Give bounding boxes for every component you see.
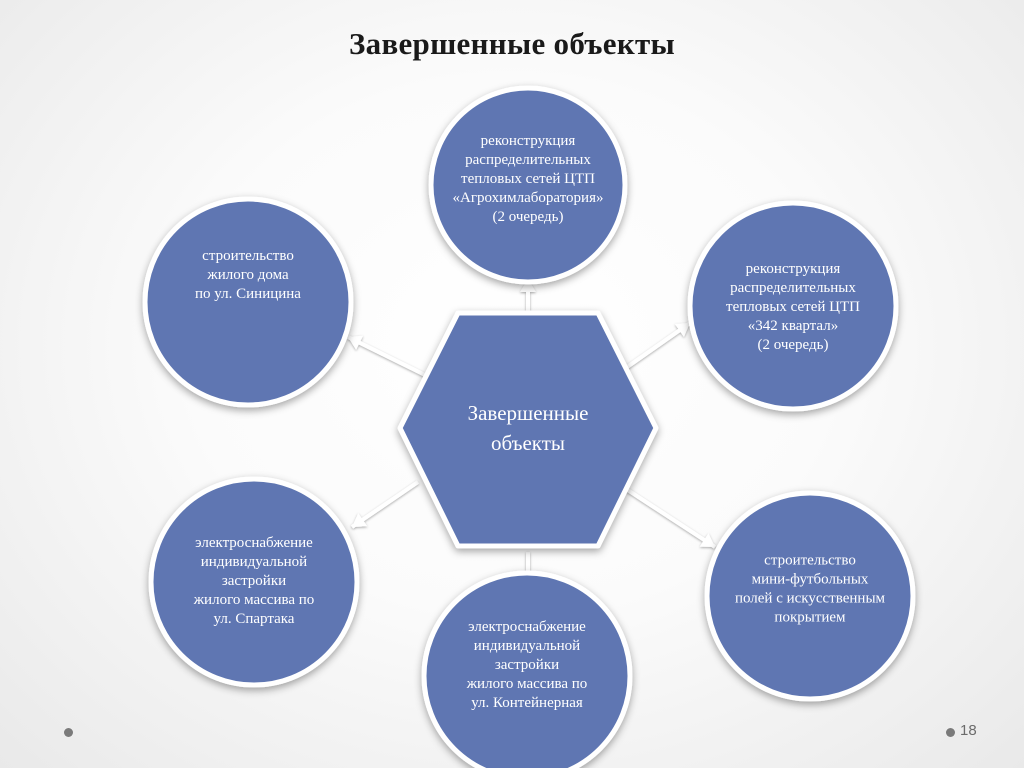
center-hexagon-group: Завершенные объекты <box>397 310 659 549</box>
node-bottom: электроснабжение индивидуальной застройки ж… <box>421 570 633 768</box>
center-text-line: Завершенные <box>468 401 589 425</box>
node-text-line: жилого дома <box>206 267 289 283</box>
node-circle <box>704 490 916 702</box>
node-text-line: (2 очередь) <box>493 209 564 225</box>
node-text-line: распределительных <box>730 280 856 296</box>
arrowhead-icon <box>520 279 536 292</box>
node-circle <box>148 476 360 688</box>
node-upper-left: строительство жилого дома по ул. Синицина <box>142 196 354 408</box>
node-circle <box>428 85 628 285</box>
node-text-line: электроснабжение <box>195 535 313 551</box>
arrowhead-icon <box>674 323 690 338</box>
node-text-line: реконструкция <box>746 261 841 277</box>
node-text-line: ул. Спартака <box>214 611 295 627</box>
node-text-line: «342 квартал» <box>748 318 838 334</box>
node-text-line: распределительных <box>465 152 591 168</box>
node-circle <box>142 196 354 408</box>
node-text-line: (2 очередь) <box>758 337 829 353</box>
node-top: реконструкция распределительных тепловых с… <box>428 85 628 285</box>
node-text-line: тепловых сетей ЦТП <box>461 171 595 187</box>
slide-title: Завершенные объекты <box>348 26 676 61</box>
connector-arrow <box>618 483 717 549</box>
node-text-line: строительство <box>202 248 294 264</box>
node-text-line: индивидуальной <box>201 554 307 570</box>
node-text-line: полей с искусственным <box>735 591 886 607</box>
node-lower-right: строительство мини-футбольных полей с иску… <box>704 490 916 702</box>
node-text-line: мини-футбольных <box>752 572 869 588</box>
node-text-line: покрытием <box>774 610 846 626</box>
node-text-line: застройки <box>495 657 559 673</box>
node-text-line: по ул. Синицина <box>195 286 301 302</box>
node-text-line: электроснабжение <box>468 619 586 635</box>
node-text-line: «Агрохимлаборатория» <box>453 190 604 206</box>
connector-arrow <box>347 335 426 377</box>
nodes-layer: реконструкция распределительных тепловых с… <box>142 85 916 768</box>
node-text-line: реконструкция <box>481 133 576 149</box>
node-text-line: жилого массива по <box>193 592 315 608</box>
node-circle <box>421 570 633 768</box>
center-layer: Завершенные объекты <box>397 310 659 549</box>
node-text-line: жилого массива по <box>466 676 588 692</box>
center-hexagon <box>397 310 659 549</box>
center-text-line: объекты <box>491 431 565 455</box>
arrowhead-icon <box>699 533 715 547</box>
node-lower-left: электроснабжение индивидуальной застройки ж… <box>148 476 360 688</box>
bottom-left-dot-icon <box>64 728 73 737</box>
connector-arrow <box>618 321 692 374</box>
bottom-right-dot-icon <box>946 728 955 737</box>
node-text-line: ул. Контейнерная <box>471 695 583 711</box>
arrowhead-icon <box>352 513 368 527</box>
connector-arrow <box>350 480 420 529</box>
node-text-line: индивидуальной <box>474 638 580 654</box>
node-circle <box>687 200 899 412</box>
arrowhead-icon <box>348 335 364 350</box>
page-number: 18 <box>960 722 977 739</box>
node-text-line: строительство <box>764 553 856 569</box>
node-upper-right: реконструкция распределительных тепловых с… <box>687 200 899 412</box>
node-text-line: тепловых сетей ЦТП <box>726 299 860 315</box>
node-text-line: застройки <box>222 573 286 589</box>
